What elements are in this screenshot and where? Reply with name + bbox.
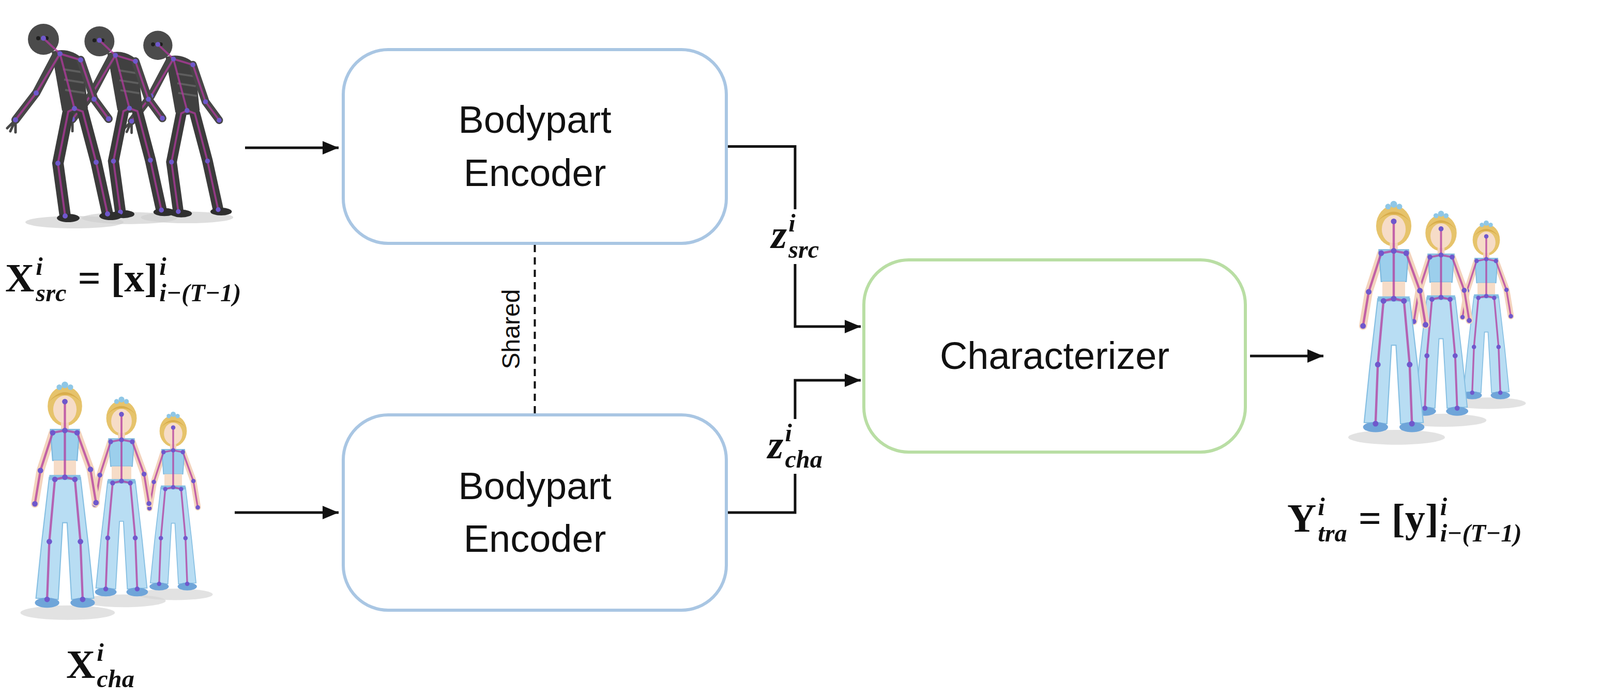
encoder-box: Bodypart Encoder [341, 413, 728, 613]
girl-figure [1348, 201, 1445, 446]
math-term: = [x] [77, 255, 158, 301]
script-pair: ii−(T−1) [159, 253, 241, 307]
math-label: Yitra= [y]ii−(T−1) [1287, 494, 1522, 547]
subscript: src [788, 236, 819, 264]
source-character [7, 23, 234, 229]
math-term: X [5, 255, 35, 301]
superscript: i [35, 253, 67, 281]
script-pair: isrc [788, 210, 819, 264]
math-label: Xisrc= [x]ii−(T−1) [5, 253, 241, 307]
script-pair: icha [784, 420, 823, 474]
edge-label-box: zicha [762, 419, 828, 475]
math-term: Y [1287, 495, 1317, 541]
superscript: i [784, 420, 823, 447]
zombie-figure [7, 23, 124, 229]
edge-label: Shared [496, 286, 525, 373]
subscript: src [35, 280, 67, 307]
edge-label: z [767, 422, 784, 468]
script-pair: icha [96, 640, 135, 693]
flow-arrow [727, 146, 861, 328]
girl-figure [20, 382, 116, 621]
subscript: tra [1317, 520, 1347, 547]
superscript: i [1317, 494, 1347, 521]
output-arrow [1250, 355, 1324, 358]
input-arrow [245, 146, 339, 150]
subscript: cha [96, 666, 135, 693]
flow-arrow [727, 380, 861, 513]
superscript: i [159, 253, 241, 281]
math-label: Xicha [66, 640, 135, 693]
script-pair: isrc [35, 253, 67, 307]
math-term: X [66, 642, 96, 688]
superscript: i [96, 640, 135, 667]
input-arrow [234, 511, 339, 515]
subscript: i−(T−1) [1440, 520, 1522, 547]
target-character [20, 382, 213, 621]
script-pair: itra [1317, 494, 1347, 547]
edge-label-box: zisrc [766, 209, 825, 265]
node-label: Bodypart Encoder [423, 460, 647, 566]
superscript: i [1440, 494, 1522, 521]
shared-link [534, 245, 537, 414]
script-pair: ii−(T−1) [1440, 494, 1522, 547]
superscript: i [788, 210, 819, 237]
subscript: cha [784, 446, 823, 474]
subscript: i−(T−1) [159, 280, 241, 307]
characterizer-box: Characterizer [862, 258, 1247, 454]
output-character [1348, 201, 1527, 446]
math-term: = [y] [1358, 495, 1439, 541]
node-label: Characterizer [939, 329, 1170, 383]
encoder-box: Bodypart Encoder [341, 48, 728, 246]
edge-label: z [771, 211, 787, 257]
node-label: Bodypart Encoder [423, 93, 647, 200]
